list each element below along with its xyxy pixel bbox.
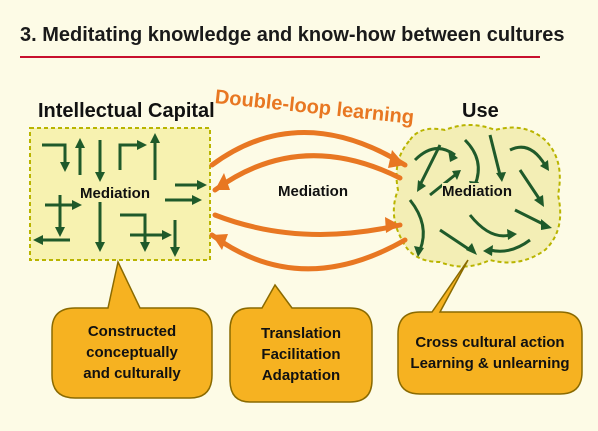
bubble-left-line: Constructed [87, 323, 177, 340]
speech-bubble-center [229, 283, 373, 403]
bubble-left-text: Constructed conceptually and culturally [52, 321, 212, 384]
left-mediation-label: Mediation [80, 185, 150, 202]
intellectual-capital-heading: Intellectual Capital [38, 100, 215, 122]
bubble-center-line: Adaptation [261, 367, 341, 384]
double-loop-arrowheads [212, 150, 405, 250]
arrowhead-bottom-inner [385, 217, 400, 233]
arrowhead-top-inner [215, 173, 230, 190]
bubble-center-line: Translation [260, 325, 342, 342]
chaotic-arrows [408, 134, 547, 253]
loop-arrow-top-outer [209, 130, 408, 168]
arrowhead-top-outer [388, 150, 405, 168]
loop-arrow-bottom-outer [209, 232, 408, 272]
loop-arrow-bottom-inner [212, 212, 403, 237]
structured-arrowheads [33, 133, 207, 257]
use-heading: Use [462, 100, 499, 122]
loop-arrow-top-inner [212, 153, 403, 193]
structured-arrows [40, 140, 200, 250]
bubble-center-text: Translation Facilitation Adaptation [230, 323, 372, 386]
bubble-left-line: conceptually [86, 344, 178, 361]
center-mediation-label: Mediation [278, 183, 348, 200]
speech-bubble-left [51, 259, 213, 399]
bubble-right-text: Cross cultural action Learning & unlearn… [398, 332, 582, 374]
bubble-right-line: Cross cultural action [415, 334, 565, 351]
speech-bubble-right [397, 259, 583, 395]
bubble-center-line: Facilitation [261, 346, 341, 363]
right-mediation-label: Mediation [442, 183, 512, 200]
title-underline [20, 56, 540, 58]
bubble-left-line: and culturally [83, 365, 181, 382]
arrowhead-bottom-outer [212, 234, 228, 250]
bubble-right-line: Learning & unlearning [410, 355, 570, 372]
page-title: 3. Meditating knowledge and know-how bet… [20, 24, 565, 46]
chaotic-arrowheads [414, 150, 552, 257]
double-loop-arrows [209, 130, 408, 272]
